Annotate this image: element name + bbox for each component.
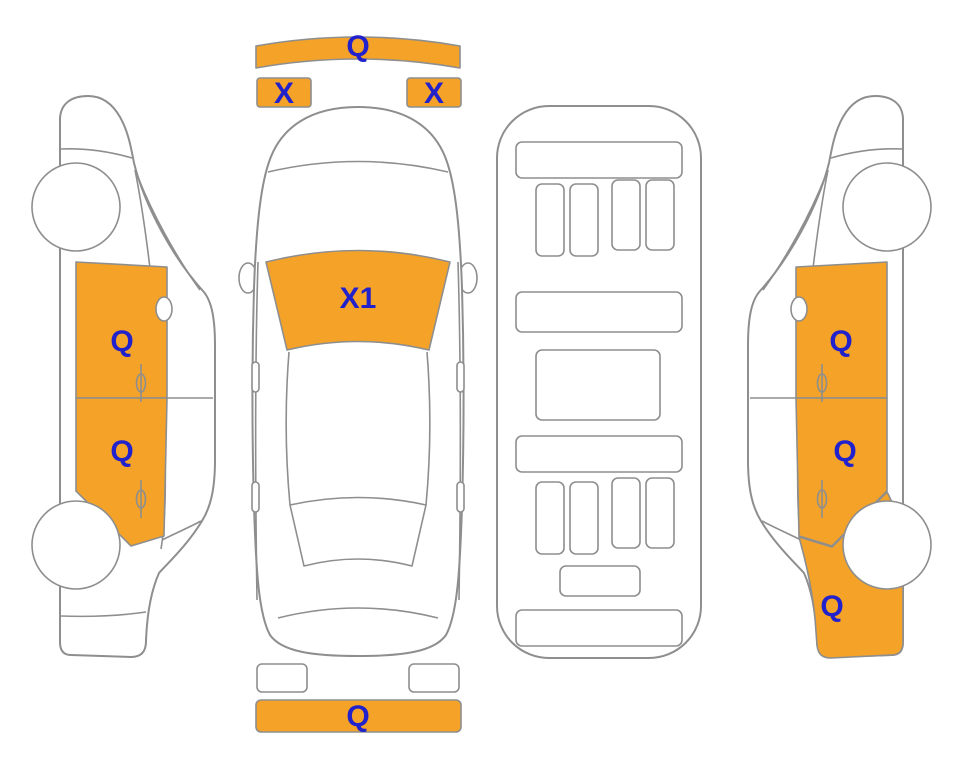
side-mirror bbox=[155, 296, 173, 322]
zone-front-bumper[interactable] bbox=[255, 36, 461, 69]
door-handle-icon bbox=[456, 361, 465, 393]
zone-label-right-rear-quarter: Q bbox=[820, 590, 843, 623]
left-roof-rail bbox=[285, 351, 291, 506]
zone-label-windshield: X1 bbox=[340, 282, 377, 315]
underbody-panel bbox=[515, 141, 683, 179]
door-handle-icon bbox=[251, 361, 260, 393]
rear-window-outline bbox=[289, 496, 427, 567]
zone-rear-bumper[interactable] bbox=[255, 699, 462, 733]
door-handle-icon bbox=[135, 364, 147, 402]
underbody-panel bbox=[515, 435, 683, 473]
door-handle-icon bbox=[135, 480, 147, 518]
zone-front-left-corner[interactable] bbox=[256, 77, 312, 108]
underbody-panel bbox=[515, 291, 683, 333]
top-car-body-outline bbox=[251, 106, 465, 657]
underbody-panel bbox=[645, 477, 675, 549]
right-roof-rail bbox=[425, 351, 431, 506]
c-pillar-line bbox=[161, 520, 202, 541]
underbody-panel bbox=[535, 183, 565, 257]
underbody-panel bbox=[559, 565, 641, 597]
zone-front-right-corner[interactable] bbox=[406, 77, 462, 108]
hood-seam-line bbox=[830, 148, 904, 159]
a-pillar-line bbox=[762, 176, 826, 291]
front-wheel bbox=[842, 162, 932, 252]
right-side-seam bbox=[457, 261, 462, 601]
underbody-view bbox=[496, 105, 702, 659]
side-mirror bbox=[790, 296, 808, 322]
underbody-panel bbox=[569, 481, 599, 555]
zone-label-right-rear-door: Q bbox=[833, 435, 856, 468]
zone-label-front-left-corner: X bbox=[274, 77, 294, 110]
zone-label-front-right-corner: X bbox=[424, 77, 444, 110]
left-side-seam bbox=[254, 261, 259, 601]
rear-right-corner-panel bbox=[408, 663, 460, 693]
zone-label-right-front-door: Q bbox=[829, 325, 852, 358]
door-handle-icon bbox=[816, 364, 828, 402]
underbody-panel bbox=[645, 179, 675, 251]
rear-wheel bbox=[842, 500, 932, 590]
zone-label-left-rear-door: Q bbox=[110, 435, 133, 468]
underbody-panel bbox=[515, 609, 683, 647]
door-handle-icon bbox=[816, 480, 828, 518]
zone-label-left-front-door: Q bbox=[110, 325, 133, 358]
front-trim-line bbox=[267, 160, 449, 173]
door-handle-icon bbox=[456, 481, 465, 513]
trunk-seam-line bbox=[60, 611, 147, 618]
c-pillar-line bbox=[761, 520, 802, 541]
a-pillar-line bbox=[137, 176, 201, 291]
hood-seam-line bbox=[59, 148, 133, 159]
door-handle-icon bbox=[251, 481, 260, 513]
trunk-line bbox=[277, 607, 439, 619]
underbody-panel bbox=[535, 481, 565, 555]
top-view bbox=[238, 36, 478, 733]
underbody-panel bbox=[569, 183, 599, 257]
underbody-panel bbox=[611, 179, 641, 251]
zone-windshield[interactable] bbox=[265, 249, 451, 351]
rear-left-corner-panel bbox=[256, 663, 308, 693]
front-wheel bbox=[31, 162, 121, 252]
zone-label-rear-bumper: Q bbox=[346, 700, 369, 733]
underbody-panel bbox=[611, 477, 641, 549]
underbody-panel bbox=[535, 349, 661, 421]
zone-label-front-bumper: Q bbox=[346, 30, 369, 63]
left-side-view bbox=[31, 95, 216, 658]
right-side-view bbox=[747, 95, 932, 659]
rear-wheel bbox=[31, 500, 121, 590]
